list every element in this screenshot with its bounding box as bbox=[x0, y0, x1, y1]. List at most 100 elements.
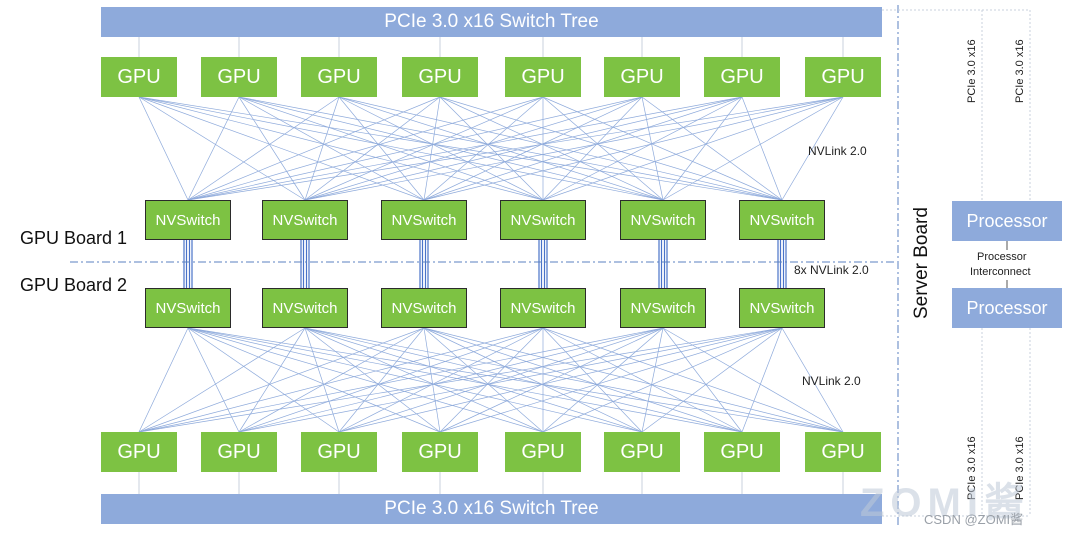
nvlink-line-bottom bbox=[187, 327, 844, 433]
nvlink-line-top bbox=[781, 96, 844, 201]
nvlink-line-top bbox=[304, 96, 743, 201]
nvswitch-board1-2: NVSwitch bbox=[262, 200, 348, 240]
nvlink-line-top bbox=[423, 96, 441, 201]
pcie-switch-tree-top: PCIe 3.0 x16 Switch Tree bbox=[101, 7, 882, 37]
board-label-2: GPU Board 2 bbox=[20, 275, 128, 295]
gpu-box-board1-8: GPU bbox=[805, 57, 881, 97]
watermark-logo: ZOMI酱 bbox=[860, 481, 1030, 525]
nvlink-line-bottom bbox=[662, 327, 844, 433]
gpu-box-board1-7: GPU bbox=[704, 57, 780, 97]
nvlink-line-top bbox=[542, 96, 664, 201]
nvlink-line-bottom bbox=[423, 327, 844, 433]
gpu-box-board1-6: GPU bbox=[604, 57, 680, 97]
nvlink-line-top bbox=[238, 96, 783, 201]
nvlink-line-bottom bbox=[138, 327, 664, 433]
nvlink-line-top bbox=[304, 96, 643, 201]
nvswitch-board2-2: NVSwitch bbox=[262, 288, 348, 328]
nvlink-line-bottom bbox=[741, 327, 783, 433]
processor-interconnect-line1: Processor bbox=[977, 251, 1027, 263]
nvlink-line-bottom bbox=[187, 327, 240, 433]
nvlink-line-bottom bbox=[338, 327, 544, 433]
nvswitch-board1-4: NVSwitch bbox=[500, 200, 586, 240]
nvlink-line-bottom bbox=[338, 327, 664, 433]
nvlink-line-bottom bbox=[187, 327, 441, 433]
nvlink-line-bottom bbox=[238, 327, 664, 433]
nvlink-line-bottom bbox=[238, 327, 306, 433]
nvlink-line-top bbox=[304, 96, 340, 201]
watermark-text: CSDN @ZOMI酱 bbox=[924, 512, 1024, 527]
nvlink-line-top bbox=[187, 96, 441, 201]
nvswitch-board1-6: NVSwitch bbox=[739, 200, 825, 240]
nvlink-line-bottom bbox=[338, 327, 425, 433]
nvlink-line-bottom bbox=[781, 327, 844, 433]
nvlink-line-top bbox=[338, 96, 425, 201]
nvlink-line-top bbox=[138, 96, 189, 201]
gpu-box-board2-1: GPU bbox=[101, 432, 177, 472]
nvlink-line-top bbox=[542, 96, 743, 201]
processor-interconnect-line2: Interconnect bbox=[970, 266, 1031, 278]
nvlink-line-bottom bbox=[187, 327, 544, 433]
nvlink-line-top bbox=[423, 96, 544, 201]
nvlink-line-bottom bbox=[439, 327, 664, 433]
server-board-label: Server Board bbox=[911, 207, 932, 319]
nvlink-line-top bbox=[304, 96, 544, 201]
nvlink-line-top bbox=[138, 96, 783, 201]
nvlink-line-bottom bbox=[304, 327, 743, 433]
gpu-box-board1-2: GPU bbox=[201, 57, 277, 97]
nvlink-line-bottom bbox=[304, 327, 643, 433]
nvlink-line-top bbox=[187, 96, 643, 201]
nvswitch-board1-1: NVSwitch bbox=[145, 200, 231, 240]
nvlink-line-bottom bbox=[423, 327, 441, 433]
gpu-box-board1-1: GPU bbox=[101, 57, 177, 97]
gpu-box-board1-3: GPU bbox=[301, 57, 377, 97]
nvlink-line-top bbox=[138, 96, 306, 201]
nvlink-line-top bbox=[187, 96, 743, 201]
nvlink-line-bottom bbox=[423, 327, 544, 433]
gpu-box-board1-5: GPU bbox=[505, 57, 581, 97]
nvlink-line-top bbox=[423, 96, 643, 201]
nvlink-line-top bbox=[304, 96, 441, 201]
nvlink-line-bottom bbox=[304, 327, 441, 433]
gpu-box-board2-7: GPU bbox=[704, 432, 780, 472]
nvlink-line-bottom bbox=[187, 327, 743, 433]
nvlink-line-top bbox=[238, 96, 425, 201]
gpu-box-board2-3: GPU bbox=[301, 432, 377, 472]
processor-top: Processor bbox=[952, 201, 1062, 241]
nvlink-line-top bbox=[338, 96, 783, 201]
processor-bottom: Processor bbox=[952, 288, 1062, 328]
nvswitch-board2-5: NVSwitch bbox=[620, 288, 706, 328]
nvlink-line-bottom bbox=[423, 327, 643, 433]
nvlink-line-bottom bbox=[138, 327, 189, 433]
nvlink-line-bottom bbox=[138, 327, 783, 433]
nvlink-line-bottom bbox=[338, 327, 783, 433]
nvlink-line-bottom bbox=[304, 327, 544, 433]
gpu-box-board2-5: GPU bbox=[505, 432, 581, 472]
nvlink-bridge-label: 8x NVLink 2.0 bbox=[794, 263, 869, 277]
nvlink-line-top bbox=[641, 96, 783, 201]
nvlink-line-bottom bbox=[641, 327, 783, 433]
board-label-1: GPU Board 1 bbox=[20, 228, 128, 248]
nvlink-line-top bbox=[238, 96, 544, 201]
nvlink-line-bottom bbox=[238, 327, 544, 433]
nvswitch-board1-3: NVSwitch bbox=[381, 200, 467, 240]
nvlink-line-bottom bbox=[439, 327, 544, 433]
nvlink-line-top bbox=[187, 96, 844, 201]
nvlink-line-top bbox=[304, 96, 844, 201]
nvlink-line-top bbox=[238, 96, 664, 201]
nvlink-line-bottom bbox=[542, 327, 783, 433]
nvlink-line-top bbox=[423, 96, 743, 201]
nvlink-line-top bbox=[641, 96, 664, 201]
gpu-box-board2-4: GPU bbox=[402, 432, 478, 472]
nvswitch-board1-5: NVSwitch bbox=[620, 200, 706, 240]
nvlink-line-bottom bbox=[304, 327, 340, 433]
nvlink-label-top: NVLink 2.0 bbox=[808, 144, 867, 158]
nvlink-line-top bbox=[238, 96, 306, 201]
nvlink-line-bottom bbox=[304, 327, 844, 433]
nvlink-line-top bbox=[138, 96, 544, 201]
nvlink-line-bottom bbox=[138, 327, 306, 433]
gpu-box-board2-8: GPU bbox=[805, 432, 881, 472]
nvlink-line-top bbox=[187, 96, 340, 201]
nvlink-line-top bbox=[662, 96, 743, 201]
